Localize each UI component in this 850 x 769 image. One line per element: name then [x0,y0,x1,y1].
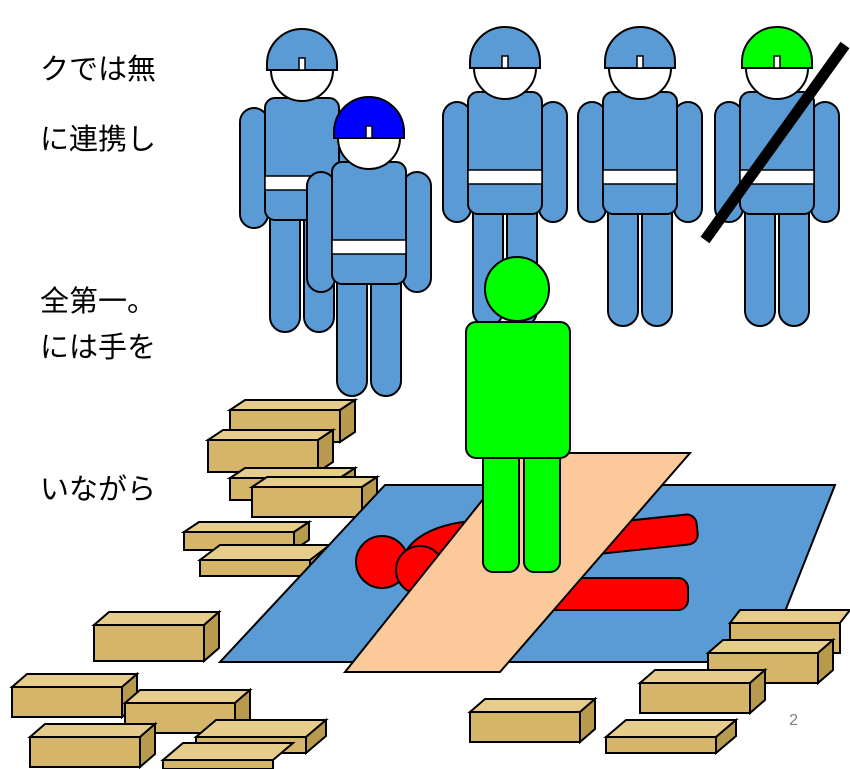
slide-text-line-3: 全第一。 [39,284,156,318]
rubble-left-stack [180,398,381,578]
slide-text-line-5: いながら [39,472,156,506]
slide-text-line-2: に連携し [39,122,156,156]
exclusion-slash [700,41,850,244]
green-rescue-person [465,256,571,573]
rubble-bottom-right [467,609,850,756]
page-number: 2 [789,712,798,729]
rubble-bottom-left [9,609,329,769]
rescuer-2 [306,96,432,397]
rescuer-3 [442,26,568,327]
rescuer-1 [239,28,365,333]
slide-text-line-4: には手を [39,330,156,364]
rescuer-4 [577,26,703,327]
rescuer-5-excluded [714,26,840,327]
slide-text-line-1: クでは無 [39,52,156,86]
